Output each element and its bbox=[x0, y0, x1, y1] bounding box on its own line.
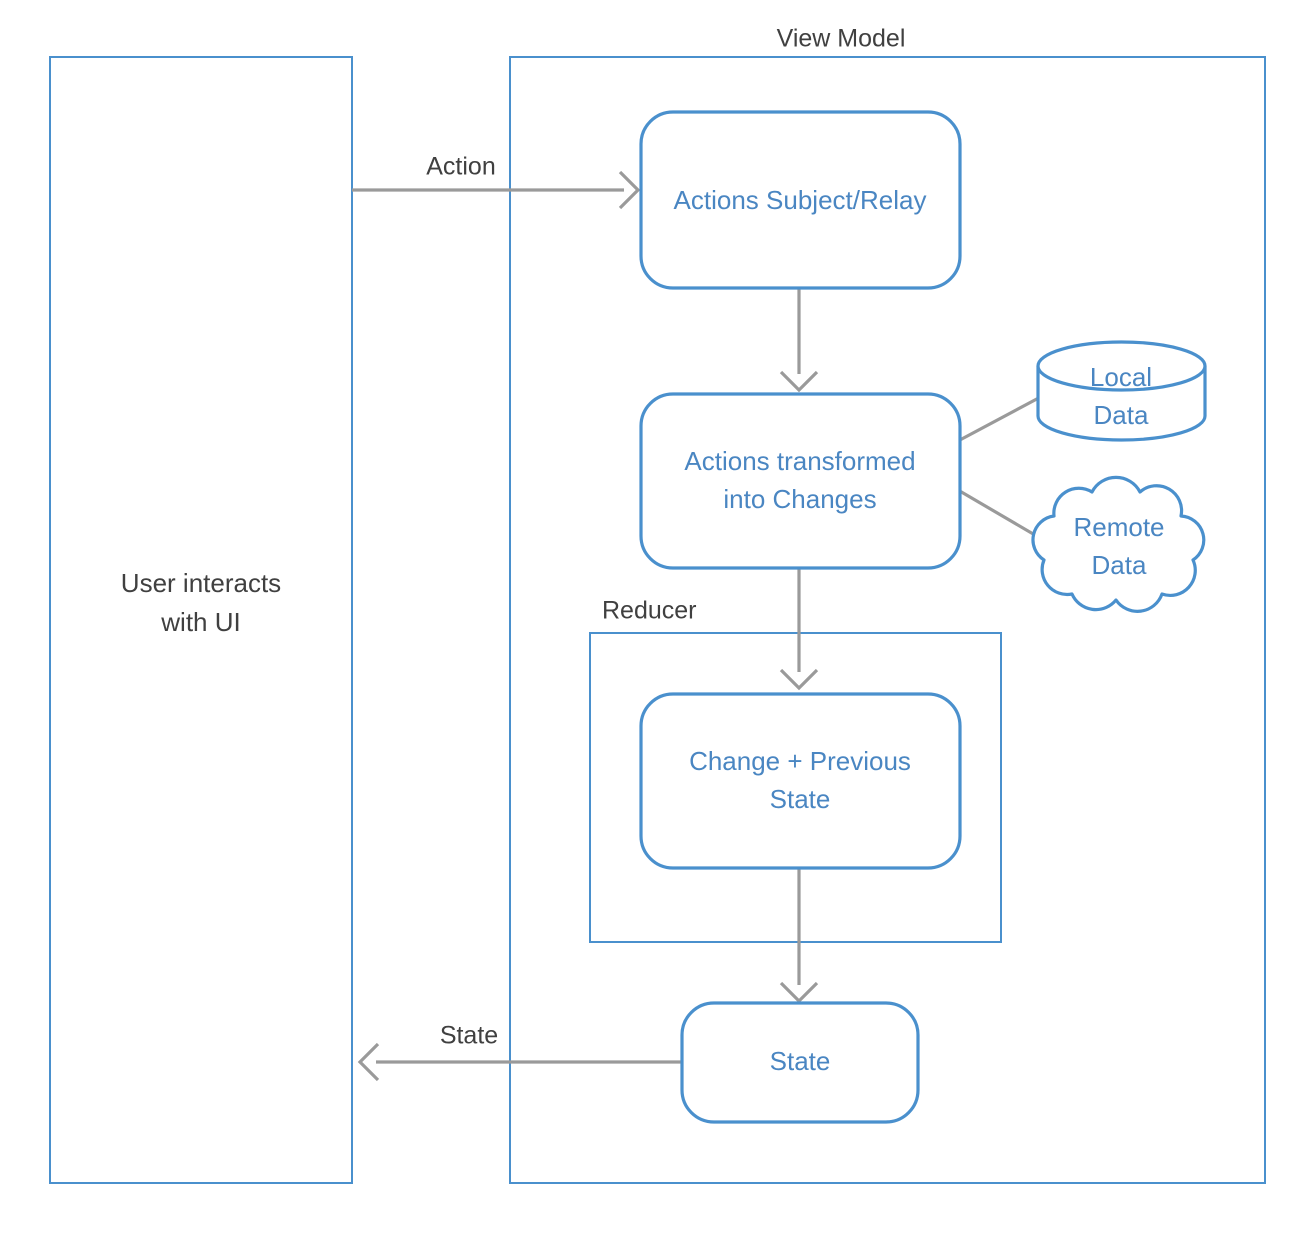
reducer-to-state-arrowhead bbox=[779, 981, 819, 1004]
relay-to-transform-arrowhead bbox=[779, 370, 819, 393]
view-model-container-label: View Model bbox=[777, 25, 906, 53]
reducer-container bbox=[589, 632, 1002, 943]
action-edge-label: Action bbox=[426, 153, 495, 181]
transform-to-reducer-edge bbox=[779, 568, 819, 691]
ui-container bbox=[49, 56, 353, 1184]
node-remote-data[interactable]: Remote Data bbox=[1031, 475, 1206, 613]
actions-transformed-label-line2: into Changes bbox=[723, 484, 876, 514]
state-box[interactable] bbox=[680, 1001, 920, 1124]
database-icon-top bbox=[1036, 340, 1207, 392]
user-interacts-label-group: User interacts with UI bbox=[121, 568, 281, 637]
reducer-container-label: Reducer bbox=[602, 597, 697, 625]
change-previous-state-box[interactable] bbox=[639, 692, 962, 870]
node-actions-subject-relay[interactable]: Actions Subject/Relay bbox=[639, 110, 962, 290]
local-data-link-line bbox=[957, 391, 1049, 443]
node-state[interactable]: State bbox=[680, 1001, 920, 1124]
relay-to-transform-edge bbox=[779, 288, 819, 393]
change-previous-state-label-line2: State bbox=[770, 784, 831, 814]
node-actions-transformed[interactable]: Actions transformed into Changes bbox=[639, 392, 962, 570]
node-local-data[interactable]: Local Data bbox=[1036, 340, 1207, 442]
transform-to-reducer-arrowhead bbox=[779, 668, 819, 691]
actions-transformed-label-line1: Actions transformed bbox=[684, 446, 915, 476]
actions-subject-relay-label: Actions Subject/Relay bbox=[674, 185, 927, 215]
view-model-container bbox=[509, 56, 1266, 1184]
remote-data-label-line2: Data bbox=[1092, 550, 1147, 580]
local-data-label-line1: Local bbox=[1090, 362, 1152, 392]
node-change-previous-state[interactable]: Change + Previous State bbox=[639, 692, 962, 870]
edge-group: Action State bbox=[352, 153, 1053, 1082]
action-edge-arrowhead bbox=[618, 170, 641, 210]
actions-subject-relay-box[interactable] bbox=[639, 110, 962, 290]
state-edge: State bbox=[357, 1022, 682, 1082]
state-label: State bbox=[770, 1046, 831, 1076]
local-data-label-line2: Data bbox=[1094, 400, 1149, 430]
user-interacts-label: User interacts bbox=[121, 568, 281, 598]
reducer-to-state-edge bbox=[779, 868, 819, 1004]
cloud-icon[interactable] bbox=[1031, 475, 1206, 613]
node-group: Actions Subject/Relay Actions transforme… bbox=[639, 110, 1207, 1124]
container-group: View Model Reducer bbox=[49, 25, 1266, 1184]
change-previous-state-label-line1: Change + Previous bbox=[689, 746, 911, 776]
state-edge-arrowhead bbox=[357, 1042, 380, 1082]
state-edge-label: State bbox=[440, 1022, 498, 1050]
user-interacts-label-line2: with UI bbox=[160, 607, 240, 637]
actions-transformed-box[interactable] bbox=[639, 392, 962, 570]
remote-data-label-line1: Remote bbox=[1073, 512, 1164, 542]
action-edge: Action bbox=[352, 153, 641, 210]
